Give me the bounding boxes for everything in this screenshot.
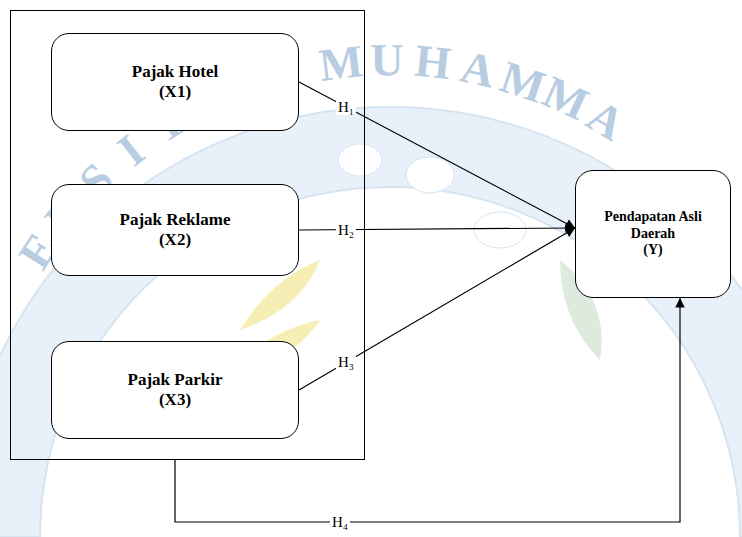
variable-name: Pajak Parkir xyxy=(128,370,223,390)
variable-code: (Y) xyxy=(643,242,662,259)
hypothesis-label: H₁ xyxy=(336,99,356,116)
watermark-cloud xyxy=(406,157,454,193)
variable-code: (X2) xyxy=(159,230,191,250)
variable-box: Pajak Hotel(X1) xyxy=(51,33,299,131)
hypothesis-arrow xyxy=(299,82,575,228)
text-stack: Pendapatan Asli Daerah(Y) xyxy=(589,209,717,259)
watermark-arch xyxy=(0,107,742,537)
watermark-letter: I xyxy=(107,123,154,176)
text-stack: Pajak Reklame(X2) xyxy=(120,210,231,251)
watermark-letter: H xyxy=(412,34,453,90)
hypothesis-label: H₄ xyxy=(330,514,350,531)
variable-code: (X3) xyxy=(159,390,191,410)
watermark-cloud xyxy=(338,144,382,176)
variable-name: Pajak Hotel xyxy=(132,62,218,82)
watermark-letter: M xyxy=(316,34,365,92)
text-stack: Pajak Hotel(X1) xyxy=(132,62,218,103)
watermark-cloud xyxy=(474,212,526,248)
hypothesis-arrow xyxy=(299,228,575,390)
variable-box: Pajak Reklame(X2) xyxy=(51,184,299,276)
variable-name: Pajak Reklame xyxy=(120,210,231,230)
watermark-letter: U xyxy=(370,33,404,86)
hypothesis-arrow xyxy=(299,228,575,230)
group-frame: Pajak Hotel(X1) Pajak Reklame(X2) Pajak Pa… xyxy=(10,10,365,460)
variable-name: Pendapatan Asli Daerah xyxy=(589,209,717,243)
watermark-letter: M xyxy=(535,65,597,131)
hypothesis-label: H₂ xyxy=(336,221,356,238)
variable-code: (X1) xyxy=(159,82,191,102)
watermark-letter: A xyxy=(578,89,634,152)
hypothesis-label: H₃ xyxy=(336,354,356,371)
variable-box: Pajak Parkir(X3) xyxy=(51,341,299,439)
text-stack: Pajak Parkir(X3) xyxy=(128,370,223,411)
variable-box: Pendapatan Asli Daerah(Y) xyxy=(575,170,731,298)
watermark-letter: M xyxy=(494,50,552,114)
watermark-letter: A xyxy=(457,40,501,99)
